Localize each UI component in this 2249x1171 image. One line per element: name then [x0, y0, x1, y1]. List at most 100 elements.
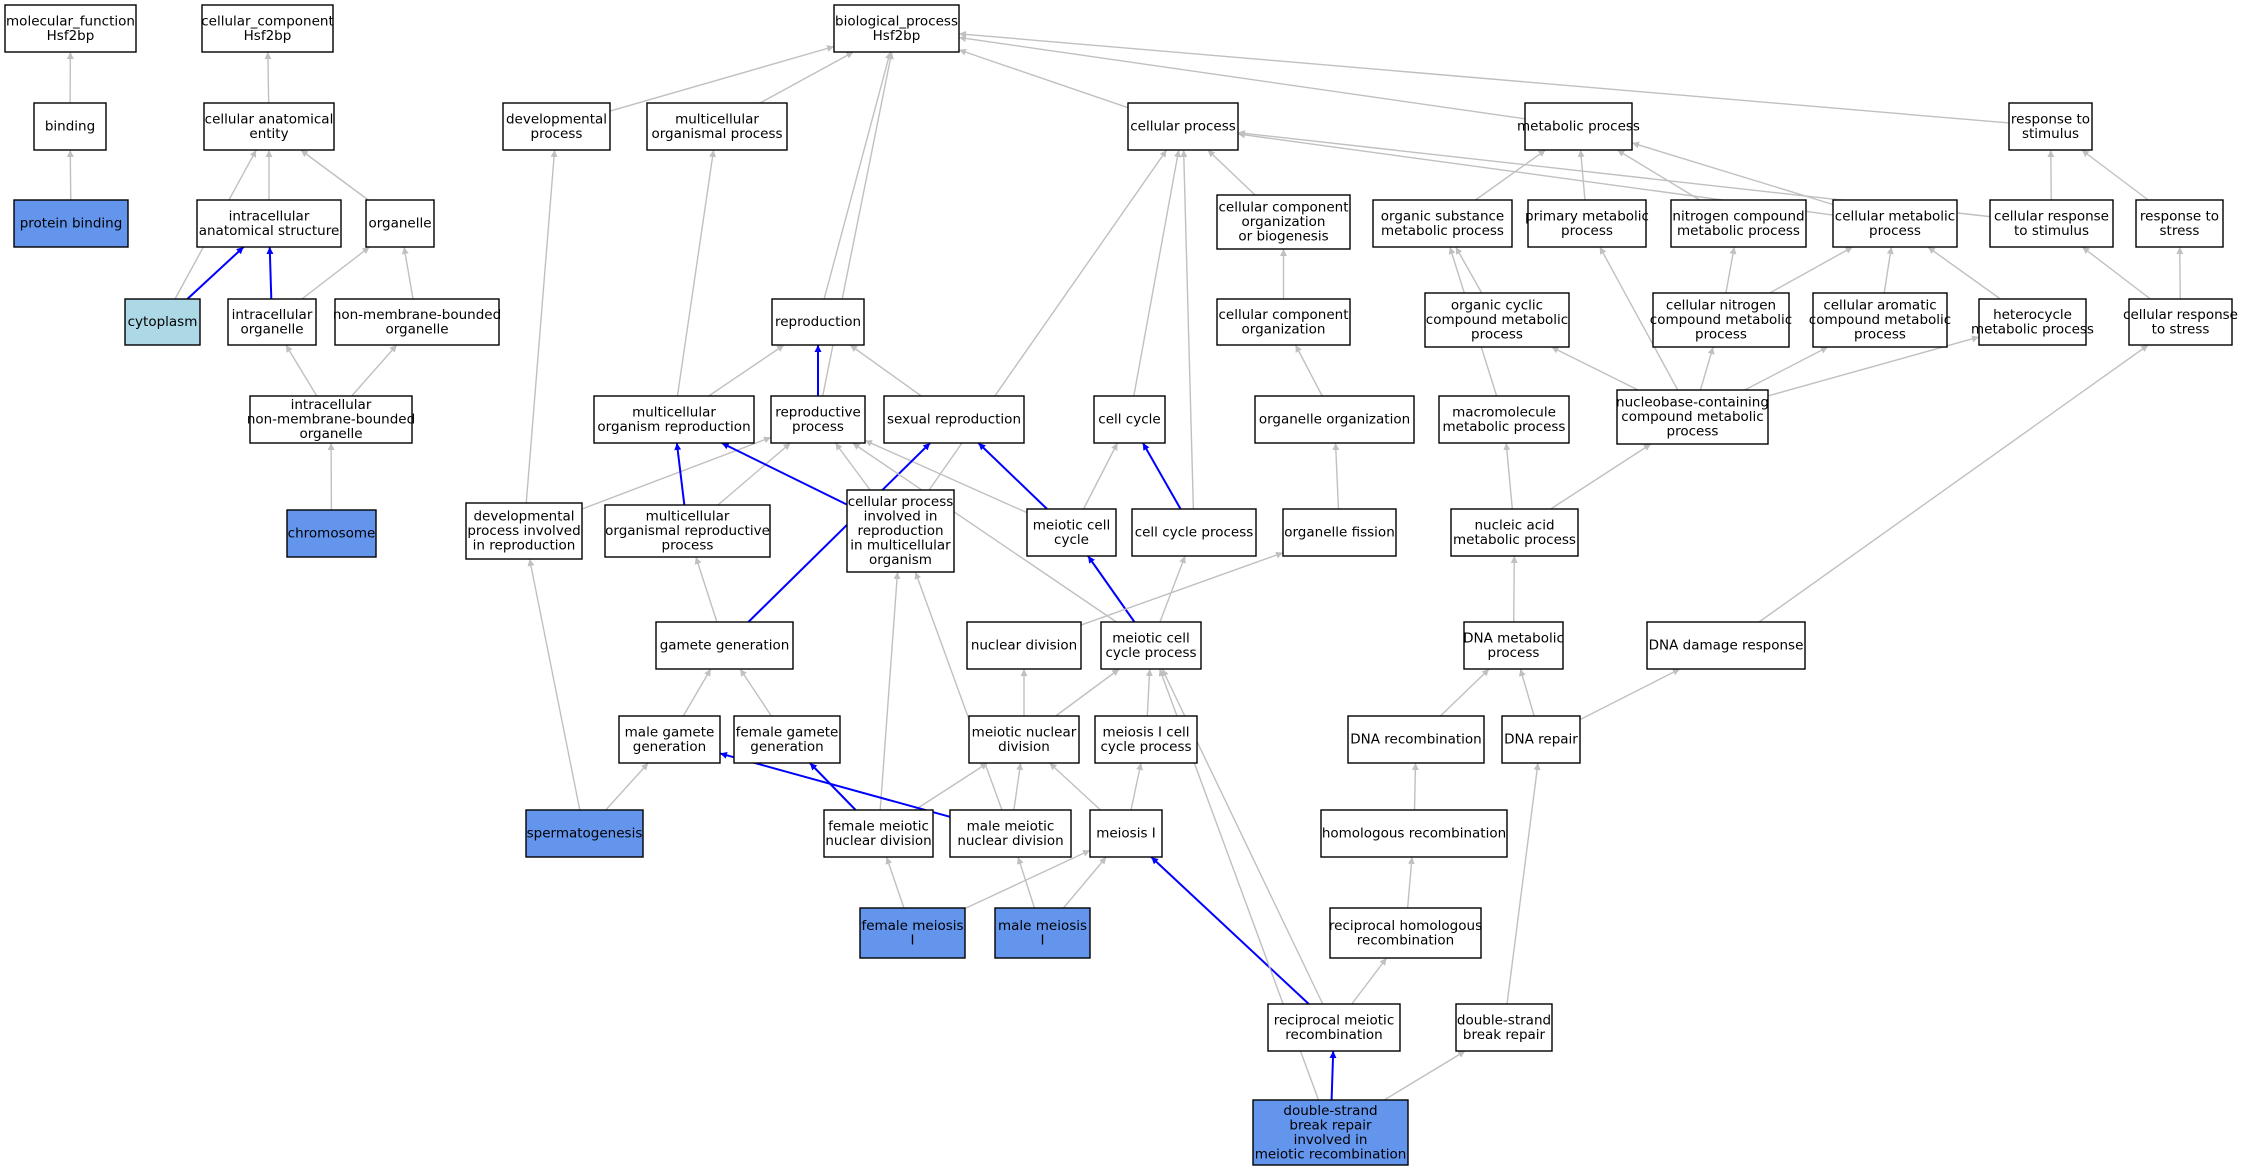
- edge-ccp-to-cell_cycle: [1142, 442, 1182, 510]
- node-box: [2135, 199, 2224, 248]
- node-label-line: multicellular: [646, 509, 730, 525]
- node-box: [646, 102, 788, 151]
- node-organelle[interactable]: organelle: [365, 199, 435, 248]
- node-nuc-div[interactable]: nuclear division: [966, 621, 1082, 670]
- node-label-line: compound metabolic: [1650, 312, 1792, 328]
- node-label-line: male meiosis: [998, 918, 1087, 934]
- node-org-fis[interactable]: organelle fission: [1282, 508, 1397, 557]
- node-box: [203, 102, 335, 151]
- node-dna-rec[interactable]: DNA recombination: [1347, 715, 1485, 764]
- node-meiosis1[interactable]: meiosis I: [1089, 809, 1163, 858]
- node-box: [1832, 199, 1958, 248]
- node-box: [604, 504, 771, 558]
- node-org-org[interactable]: organelle organization: [1254, 395, 1415, 444]
- node-label-line: metabolic process: [1453, 532, 1576, 548]
- edge-mm1-to-mmnd: [1016, 856, 1036, 909]
- node-binding[interactable]: binding: [33, 102, 107, 151]
- edge-cell_cycle-to-cell_proc: [1133, 149, 1181, 397]
- node-met-proc[interactable]: metabolic process: [1517, 102, 1640, 151]
- edge-mm1-to-meiosis1: [1062, 856, 1107, 909]
- node-label-line: cellular metabolic: [1835, 208, 1955, 224]
- node-box: [833, 4, 960, 53]
- node-label-line: DNA damage response: [1649, 638, 1804, 654]
- node-dna-dr[interactable]: DNA damage response: [1646, 621, 1806, 670]
- node-protein-binding[interactable]: protein binding: [13, 199, 129, 248]
- node-chromosome[interactable]: chromosome: [286, 509, 377, 558]
- edge-dna_rep-to-dna_dr: [1579, 668, 1681, 721]
- node-label-line: double-strand: [1457, 1012, 1551, 1028]
- node-ccp[interactable]: cell cycle process: [1131, 508, 1257, 557]
- edge-mccp-to-rep_proc: [852, 442, 1117, 623]
- node-box: [1216, 298, 1351, 346]
- node-label-line: cell cycle process: [1135, 525, 1254, 541]
- edge-mmnd-to-cpir: [914, 571, 1003, 811]
- node-inmbo[interactable]: intracellularnon-membrane-boundedorganel…: [247, 395, 415, 444]
- edge-nbcmp-to-pmp: [1599, 246, 1679, 391]
- node-cell-proc[interactable]: cellular process: [1127, 102, 1239, 151]
- node-box: [1216, 194, 1351, 250]
- node-dna-rep[interactable]: DNA repair: [1501, 715, 1581, 764]
- node-gam-gen[interactable]: gamete generation: [655, 621, 794, 670]
- edge-fm1-to-meiosis1: [964, 849, 1091, 910]
- node-cell-cycle[interactable]: cell cycle: [1093, 395, 1166, 444]
- edge-cae-to-cc: [264, 51, 272, 104]
- node-cytoplasm[interactable]: cytoplasm: [124, 298, 201, 346]
- node-reproduction[interactable]: reproduction: [771, 298, 865, 346]
- node-spermato[interactable]: spermatogenesis: [525, 809, 644, 858]
- node-box: [1131, 508, 1257, 557]
- node-label-line: organelle organization: [1259, 412, 1410, 428]
- edge-ccob-to-cell_proc: [1207, 149, 1256, 196]
- node-sex-rep[interactable]: sexual reproduction: [883, 395, 1025, 444]
- node-hom-rec[interactable]: homologous recombination: [1320, 809, 1508, 858]
- node-label-line: stimulus: [2022, 126, 2079, 142]
- node-label-line: non-membrane-bounded: [247, 412, 415, 428]
- node-label-line: cellular process: [1130, 119, 1236, 135]
